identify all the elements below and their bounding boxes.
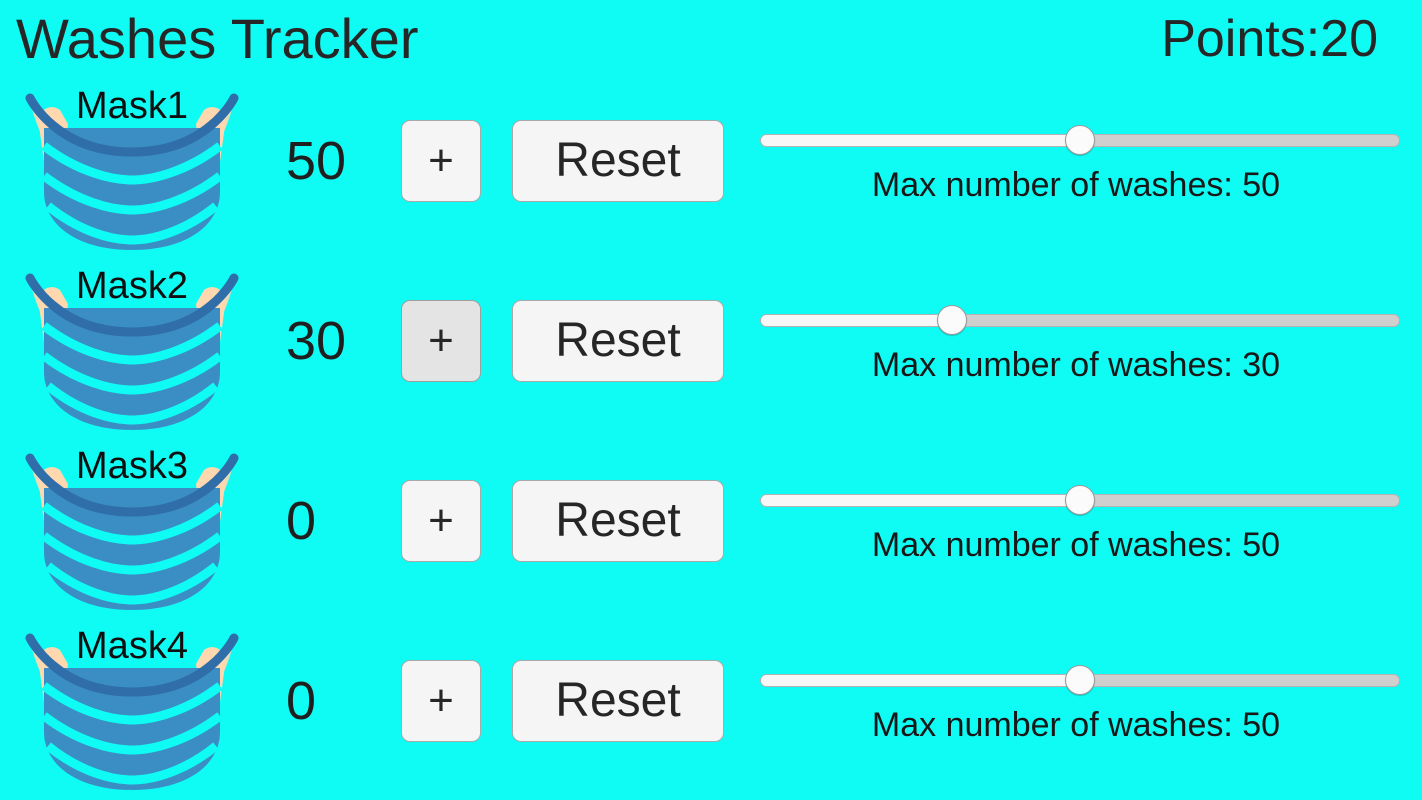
max-washes-slider-cell: Max number of washes: 50: [756, 438, 1406, 618]
points-display: Points:20: [1161, 10, 1378, 68]
slider-caption: Max number of washes: 50: [871, 706, 1281, 744]
slider-thumb[interactable]: [937, 305, 967, 335]
max-washes-slider-cell: Max number of washes: 50: [756, 618, 1406, 798]
wash-count: 0: [286, 491, 317, 551]
mask-icon-cell: Mask1: [8, 78, 256, 258]
max-washes-slider-cell: Max number of washes: 30: [756, 258, 1406, 438]
app-header: Washes Tracker Points:20: [0, 0, 1422, 78]
slider-caption: Max number of washes: 50: [871, 166, 1281, 204]
mask-icon-cell: Mask3: [8, 438, 256, 618]
wash-count: 50: [286, 131, 347, 191]
face-mask-icon: [25, 93, 239, 250]
slider-track-fill: [761, 135, 1080, 146]
mask-row: Mask1 50 + Reset Max number of washes: 5…: [0, 78, 1422, 258]
increment-button[interactable]: +: [401, 480, 481, 562]
slider-caption: Max number of washes: 50: [871, 526, 1281, 564]
face-mask-icon: [25, 633, 239, 790]
reset-button[interactable]: Reset: [512, 660, 724, 742]
max-washes-slider[interactable]: [760, 304, 1400, 335]
reset-button[interactable]: Reset: [512, 300, 724, 382]
increment-button[interactable]: +: [401, 120, 481, 202]
mask-icon-cell: Mask2: [8, 258, 256, 438]
mask-row: Mask2 30 + Reset Max number of washes: 3…: [0, 258, 1422, 438]
max-washes-slider[interactable]: [760, 664, 1400, 695]
slider-track[interactable]: [760, 314, 1400, 327]
face-mask-icon: [25, 453, 239, 610]
slider-caption: Max number of washes: 30: [871, 346, 1281, 384]
slider-thumb[interactable]: [1065, 665, 1095, 695]
increment-button[interactable]: +: [401, 660, 481, 742]
reset-button[interactable]: Reset: [512, 480, 724, 562]
increment-button[interactable]: +: [401, 300, 481, 382]
reset-button[interactable]: Reset: [512, 120, 724, 202]
slider-thumb[interactable]: [1065, 485, 1095, 515]
mask-rows-list: Mask1 50 + Reset Max number of washes: 5…: [0, 78, 1422, 800]
slider-track-fill: [761, 495, 1080, 506]
mask-row: Mask4 0 + Reset Max number of washes: 50: [0, 618, 1422, 798]
max-washes-slider[interactable]: [760, 484, 1400, 515]
max-washes-slider-cell: Max number of washes: 50: [756, 78, 1406, 258]
wash-count: 30: [286, 311, 347, 371]
slider-track-fill: [761, 315, 953, 326]
slider-track-fill: [761, 675, 1080, 686]
mask-icon-cell: Mask4: [8, 618, 256, 798]
wash-count: 0: [286, 671, 317, 731]
mask-row: Mask3 0 + Reset Max number of washes: 50: [0, 438, 1422, 618]
max-washes-slider[interactable]: [760, 124, 1400, 155]
page-title: Washes Tracker: [16, 7, 419, 70]
face-mask-icon: [25, 273, 239, 430]
slider-thumb[interactable]: [1065, 125, 1095, 155]
